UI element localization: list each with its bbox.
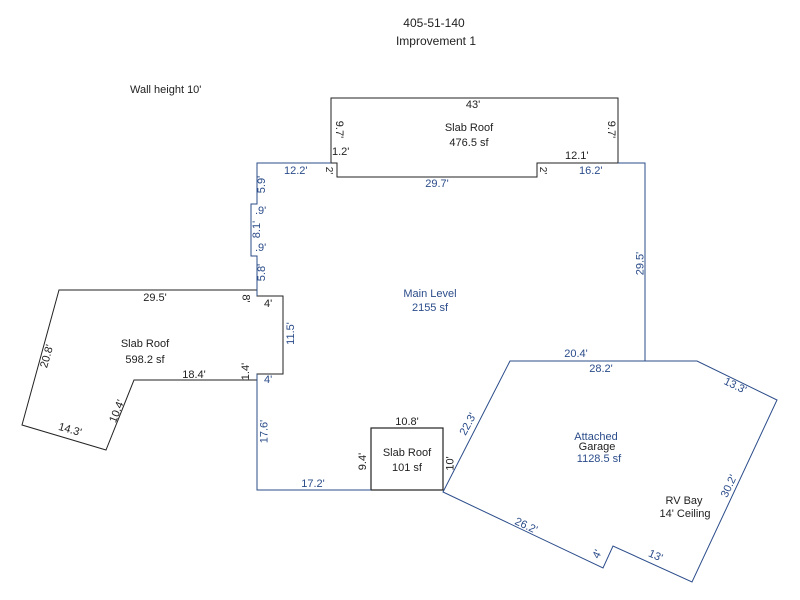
dim-garage-top-left: 20.4' [564,348,588,360]
dim-left-slab-right-top: 8' [239,294,252,303]
rv-bay-ceiling-label: 14' Ceiling [659,508,711,520]
dim-left-slab-top: 29.5' [143,292,167,304]
dim-top-slab-left-inner: 1.2' [332,146,350,158]
dim-left-slab-inner: 18.4' [182,369,206,381]
dim-main-bump-bottom: 4' [264,374,273,386]
dim-main-bottom: 17.2' [301,478,325,490]
main-level-outline [250,162,331,296]
main-level-outline-right [618,162,646,361]
dim-top-slab-left: 9.7' [333,120,346,139]
dim-main-bump-top: 4' [264,298,273,310]
garage-name: Attached [574,431,618,443]
garage-area: 1128.5 sf [576,453,622,465]
left-slab-area: 598.2 sf [125,354,165,366]
dim-main-left-a: 5.9' [256,175,269,194]
improvement-label: Improvement 1 [395,34,477,48]
top-slab-area: 476.5 sf [449,137,489,149]
dim-top-slab-notch-left: 2' [323,166,335,175]
dim-top-slab-notch-right: 2' [537,166,549,175]
dim-main-left-c: 5.8' [256,263,269,282]
dim-small-slab-right: 10' [444,456,457,471]
left-slab-name: Slab Roof [120,338,170,350]
dim-top-slab-top: 43' [465,99,481,111]
dim-main-right: 29.5' [634,251,647,276]
dim-main-left-b: 8.1' [251,220,264,239]
main-level-outline-lower [256,374,371,491]
dim-main-left-jog-a: .9' [255,205,267,217]
main-level-name: Main Level [403,288,457,300]
dim-main-bump-side: 11.5' [284,322,297,345]
dim-main-left-lower: 17.6' [258,419,271,444]
dim-left-slab-right-bottom: 1.4' [240,362,253,381]
main-level-area: 2155 sf [411,302,449,314]
dim-main-left-jog-b: .9' [255,242,267,254]
rv-bay-label: RV Bay [665,495,703,507]
garage-name-2: Garage [578,441,616,453]
dim-garage-top: 28.2' [589,363,613,375]
dim-top-slab-bottom: 29.7' [425,178,449,190]
parcel-id: 405-51-140 [403,16,465,30]
dim-small-slab-top: 10.8' [395,416,419,428]
dim-top-slab-right: 9.7' [605,120,618,139]
small-slab-roof-outline [370,427,444,491]
dim-small-slab-left: 9.4' [357,452,370,471]
dim-top-slab-right-inner: 12.1' [565,150,589,162]
dim-main-top-left: 12.2' [284,165,308,177]
top-slab-name: Slab Roof [444,122,494,134]
small-slab-area: 101 sf [392,462,422,474]
top-slab-roof-outline [330,97,619,178]
dim-main-top-right: 16.2' [579,165,603,177]
garage-outline [442,360,778,583]
wall-height-label: Wall height 10' [130,84,202,96]
small-slab-name: Slab Roof [382,447,432,459]
